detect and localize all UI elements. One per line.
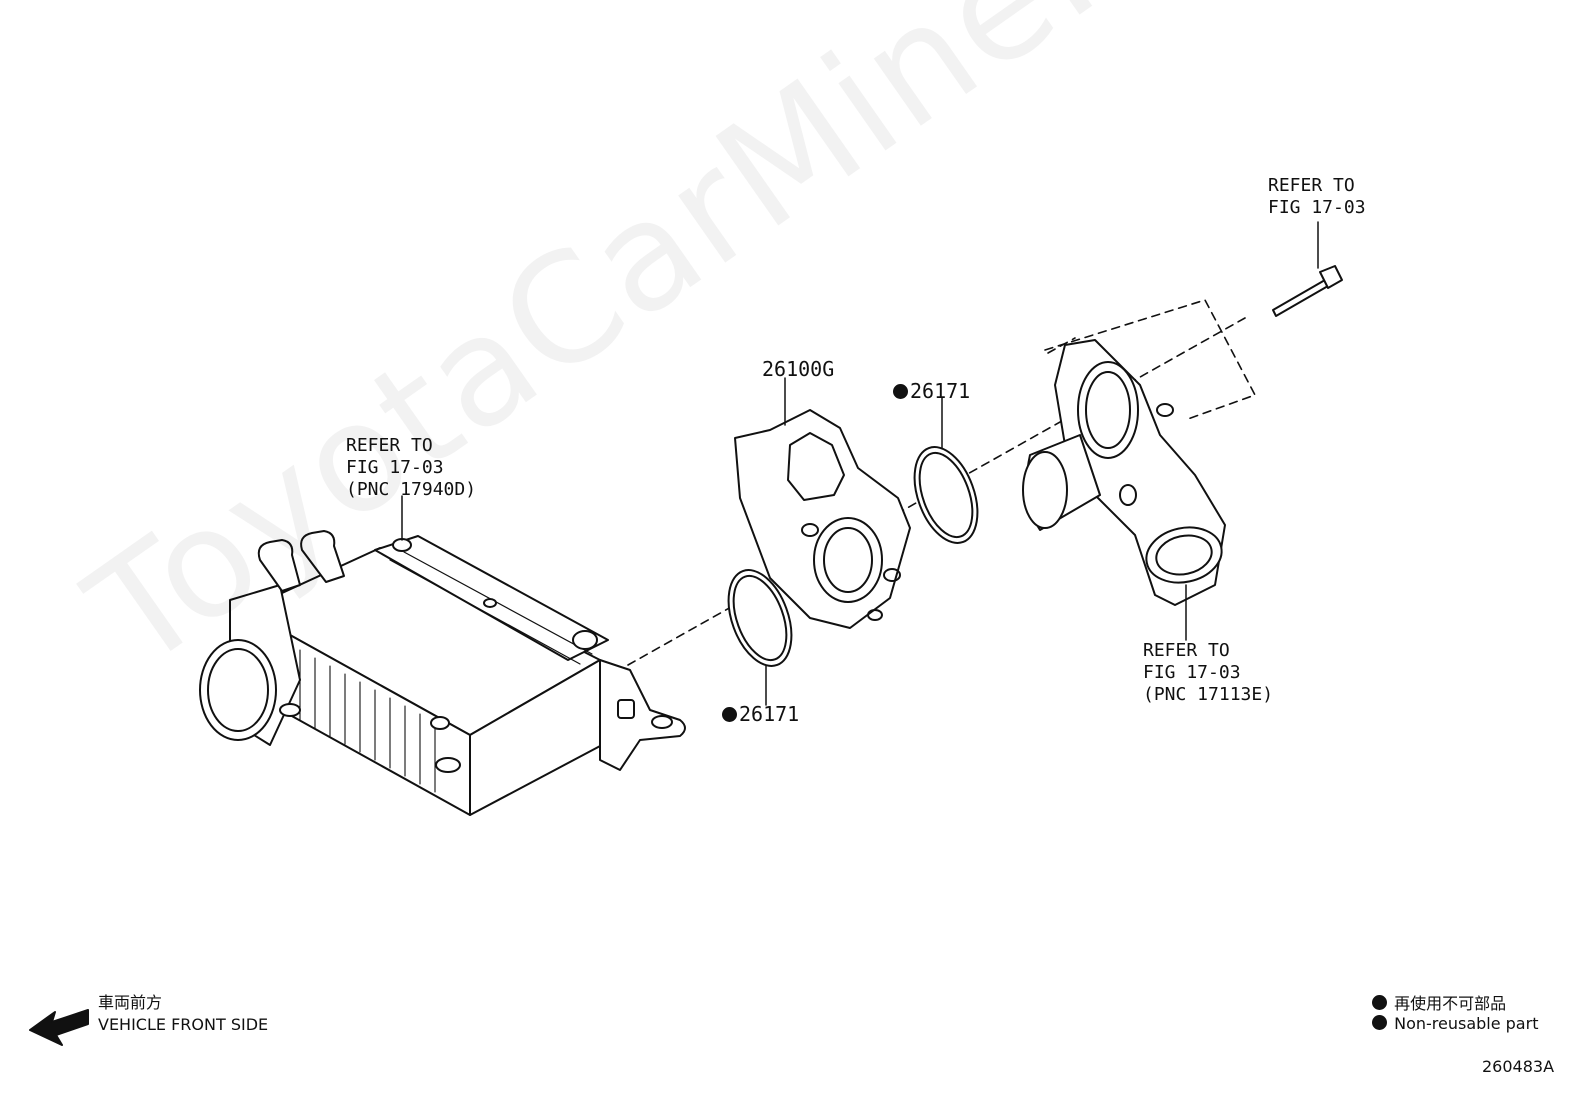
non-reusable-marker: [893, 384, 908, 399]
intercooler-refer-label: REFER TO FIG 17-03 (PNC 17940D): [346, 435, 477, 500]
throttle-body-part-number: 26100G: [762, 357, 835, 381]
bolt: [1272, 221, 1343, 317]
non-reusable-marker: [722, 707, 737, 722]
gasket-lower-part-number: 26171: [722, 703, 799, 725]
gasket-upper: [913, 397, 979, 544]
legend-japanese: 再使用不可部品: [1372, 990, 1506, 1014]
gasket-lower: [727, 569, 793, 706]
figure-id: 260483A: [1482, 1057, 1555, 1076]
legend-dot-icon: [1372, 1015, 1387, 1030]
intercooler-assembly: [199, 495, 686, 816]
gasket-upper-part-number: 26171: [893, 380, 970, 402]
legend-dot-icon: [1372, 995, 1387, 1010]
legend-english: Non-reusable part: [1372, 1014, 1538, 1033]
throttle-body: [734, 377, 911, 629]
bolt-refer-label: REFER TO FIG 17-03: [1268, 175, 1366, 218]
water-outlet-refer-label: REFER TO FIG 17-03 (PNC 17113E): [1143, 640, 1274, 705]
front-arrow-icon: [29, 1009, 89, 1046]
outlet-housing: [1022, 339, 1226, 641]
vehicle-front-label: 車両前方 VEHICLE FRONT SIDE: [98, 993, 269, 1034]
